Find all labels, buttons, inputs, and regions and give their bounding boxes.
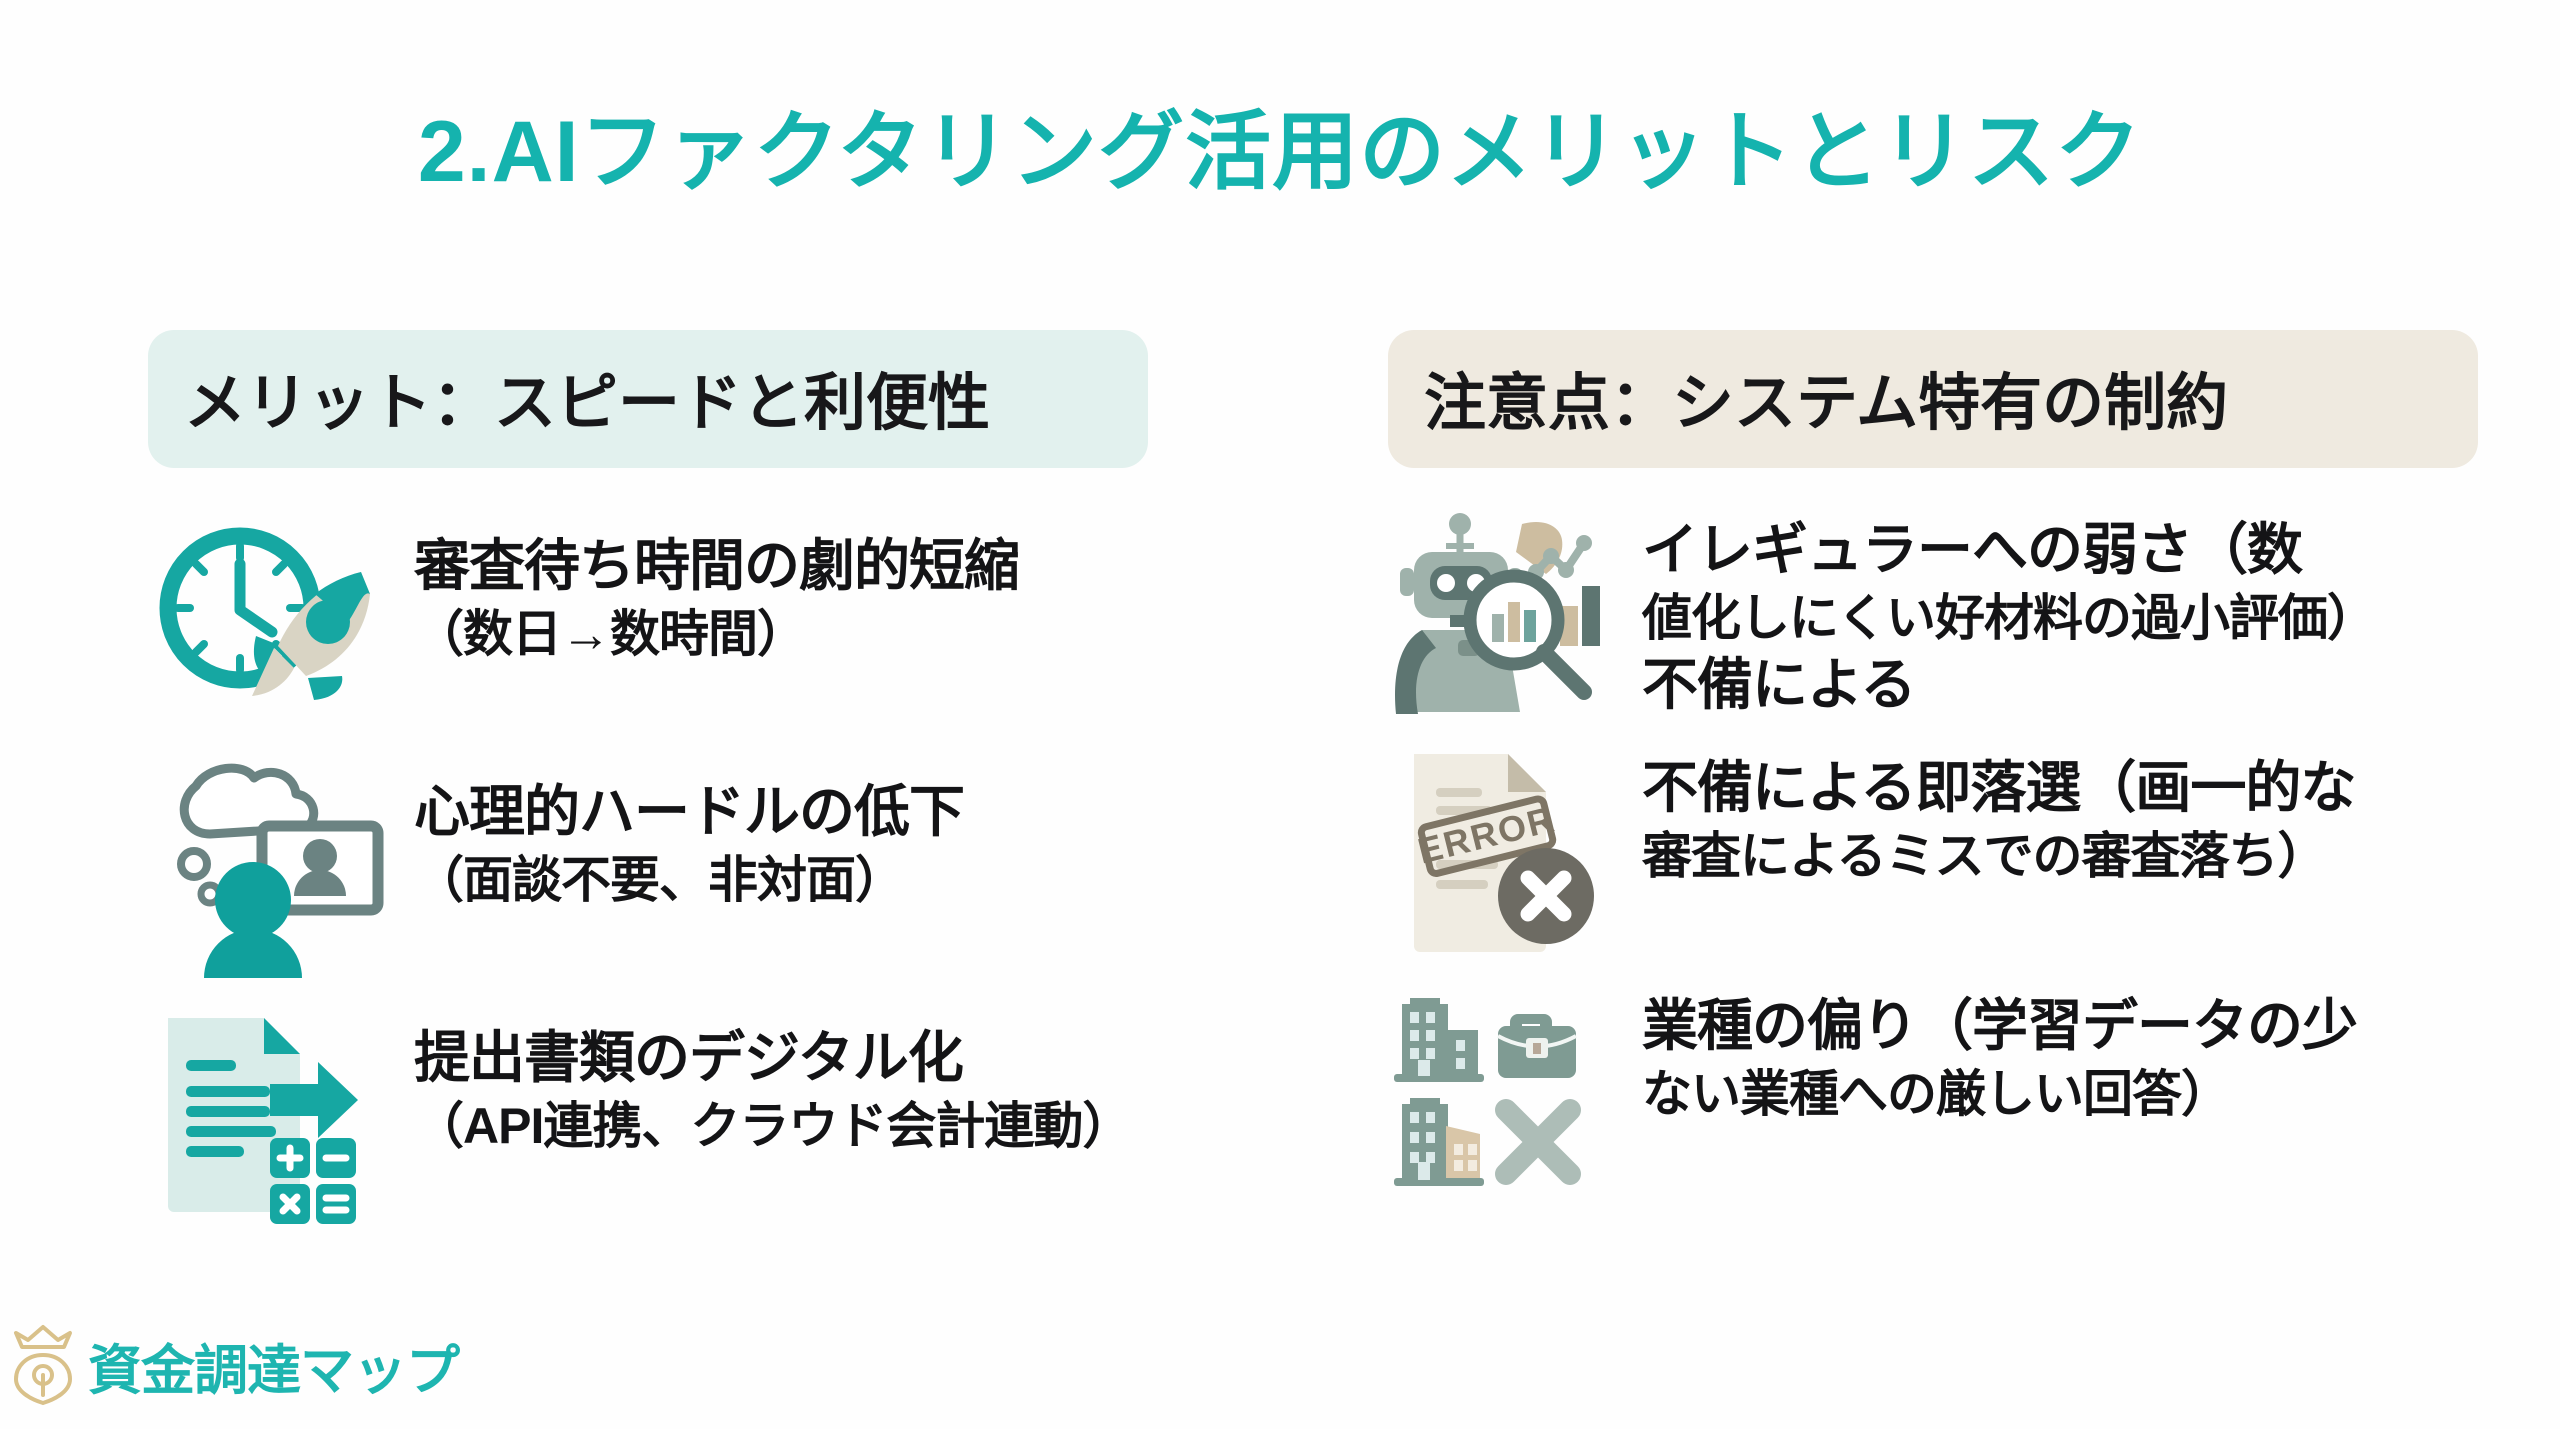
list-item: ERROR 不備による即落選（画一的な 審査によるミスでの審査落ち）	[1388, 748, 2498, 960]
item-title: 提出書類のデジタル化	[414, 1026, 964, 1089]
item-title: 不備による即落選（画一的な	[1642, 756, 2356, 819]
item-text: イレギュラーへの弱さ（数 値化しにくい好材料の過小評価） 不備による	[1642, 510, 2498, 719]
item-text: 提出書類のデジタル化 （API連携、クラウド会計連動）	[414, 1002, 1238, 1157]
item-title: イレギュラーへの弱さ（数	[1642, 518, 2303, 581]
page-title: 2.AIファクタリング活用のメリットとリスク	[417, 104, 2143, 200]
column-header-caution: 注意点：システム特有の制約	[1388, 330, 2478, 468]
item-title: 審査待ち時間の劇的短縮	[414, 534, 1020, 597]
list-item: イレギュラーへの弱さ（数 値化しにくい好材料の過小評価） 不備による	[1388, 510, 2498, 722]
column-merit: メリット：スピードと利便性	[148, 330, 1238, 1248]
item-text: 審査待ち時間の劇的短縮 （数日→数時間）	[414, 510, 1238, 665]
item-subtitle: 値化しにくい好材料の過小評価）	[1642, 590, 2377, 647]
column-header-merit: メリット：スピードと利便性	[148, 330, 1148, 468]
item-subtitle: 審査によるミスでの審査落ち）	[1642, 828, 2328, 885]
document-arrow-calculator-icon	[148, 1002, 398, 1224]
error-document-icon: ERROR	[1388, 748, 1626, 958]
robot-magnifier-chart-icon	[1388, 510, 1626, 720]
list-item: 心理的ハードルの低下 （面談不要、非対面）	[148, 756, 1238, 984]
item-text: 業種の偏り（学習データの少 ない業種への厳しい回答）	[1642, 986, 2498, 1125]
merit-item-list: 審査待ち時間の劇的短縮 （数日→数時間） 心理的ハードルの低下	[148, 510, 1238, 1230]
crown-map-pin-icon	[10, 1325, 76, 1406]
item-subtitle: ない業種への厳しい回答）	[1642, 1066, 2231, 1123]
caution-item-list: イレギュラーへの弱さ（数 値化しにくい好材料の過小評価） 不備による	[1388, 510, 2498, 1198]
item-subtitle: （API連携、クラウド会計連動）	[414, 1098, 1132, 1155]
item-title: 業種の偏り（学習データの少	[1642, 994, 2358, 1057]
list-item: 審査待ち時間の劇的短縮 （数日→数時間）	[148, 510, 1238, 738]
thought-person-screen-icon	[148, 756, 398, 978]
item-text: 不備による即落選（画一的な 審査によるミスでの審査落ち）	[1642, 748, 2498, 887]
item-text: 心理的ハードルの低下 （面談不要、非対面）	[414, 756, 1238, 911]
column-caution: 注意点：システム特有の制約	[1388, 330, 2498, 1224]
item-extra-line: 不備による	[1642, 653, 1916, 717]
buildings-briefcase-cross-icon	[1388, 986, 1626, 1196]
item-subtitle: （数日→数時間）	[414, 606, 807, 663]
clock-rocket-icon	[148, 510, 398, 732]
logo-text: 資金調達マップ	[88, 1340, 460, 1401]
item-subtitle: （面談不要、非対面）	[414, 852, 905, 909]
list-item: 提出書類のデジタル化 （API連携、クラウド会計連動）	[148, 1002, 1238, 1230]
logo[interactable]: 資金調達マップ	[10, 1325, 460, 1406]
item-title: 心理的ハードルの低下	[414, 780, 965, 843]
list-item: 業種の偏り（学習データの少 ない業種への厳しい回答）	[1388, 986, 2498, 1198]
